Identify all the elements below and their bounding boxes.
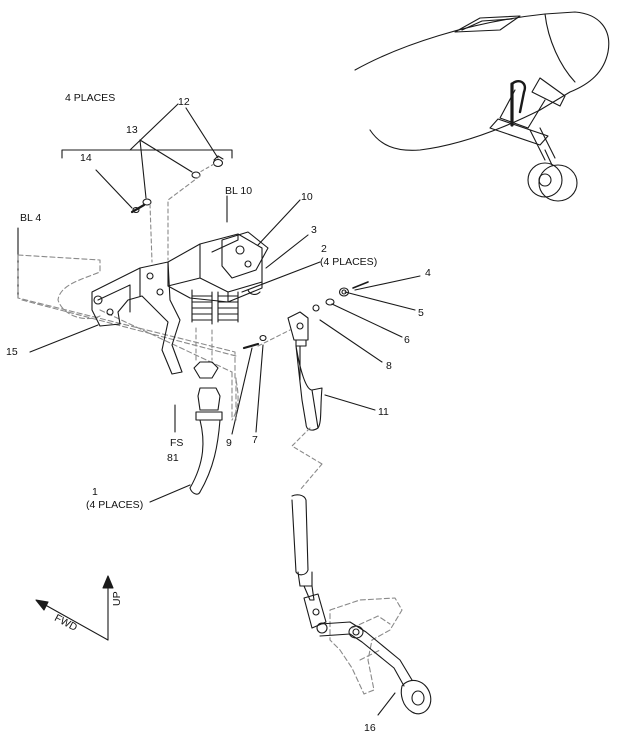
orientation-arrows bbox=[35, 575, 114, 641]
rod-assembly-11 bbox=[242, 281, 369, 629]
leader-lines bbox=[29, 107, 421, 716]
aircraft-nose-inset bbox=[354, 11, 610, 202]
callout-4: 4 bbox=[425, 267, 431, 279]
callout-6: 6 bbox=[404, 334, 410, 346]
hardware-12-13-14 bbox=[130, 155, 224, 263]
station-reference-lines bbox=[17, 227, 176, 433]
callout-1: 1 bbox=[92, 486, 98, 498]
callout-15: 15 bbox=[6, 346, 18, 358]
pedal-arm-16 bbox=[316, 621, 432, 715]
up-label: UP bbox=[111, 591, 123, 606]
callout-2: 2 bbox=[321, 243, 327, 255]
callout-5: 5 bbox=[418, 307, 424, 319]
callout-11: 11 bbox=[378, 406, 389, 418]
callout-2-note: (4 PLACES) bbox=[320, 256, 378, 268]
callout-9: 9 bbox=[226, 437, 232, 449]
fs-label: FS bbox=[170, 437, 184, 449]
bl4-label: BL 4 bbox=[20, 212, 42, 224]
callout-14: 14 bbox=[80, 152, 92, 164]
callout-16: 16 bbox=[364, 722, 376, 734]
bracket-15 bbox=[91, 261, 183, 375]
callout-13: 13 bbox=[126, 124, 138, 136]
fittings-and-hose bbox=[189, 289, 239, 495]
valve-block-10 bbox=[167, 231, 269, 303]
callout-7: 7 bbox=[252, 434, 258, 446]
callout-12: 12 bbox=[178, 96, 190, 108]
phantom-structure bbox=[17, 254, 239, 421]
callout-8: 8 bbox=[386, 360, 392, 372]
callout-3: 3 bbox=[311, 224, 317, 236]
four-places-label: 4 PLACES bbox=[65, 92, 116, 104]
callout-1-note: (4 PLACES) bbox=[86, 499, 144, 511]
phantom-pedal-bracket bbox=[329, 597, 403, 695]
fs-number: 81 bbox=[167, 452, 179, 464]
callout-10: 10 bbox=[301, 191, 313, 203]
bl10-label: BL 10 bbox=[225, 185, 253, 197]
four-places-bracket bbox=[61, 103, 233, 159]
